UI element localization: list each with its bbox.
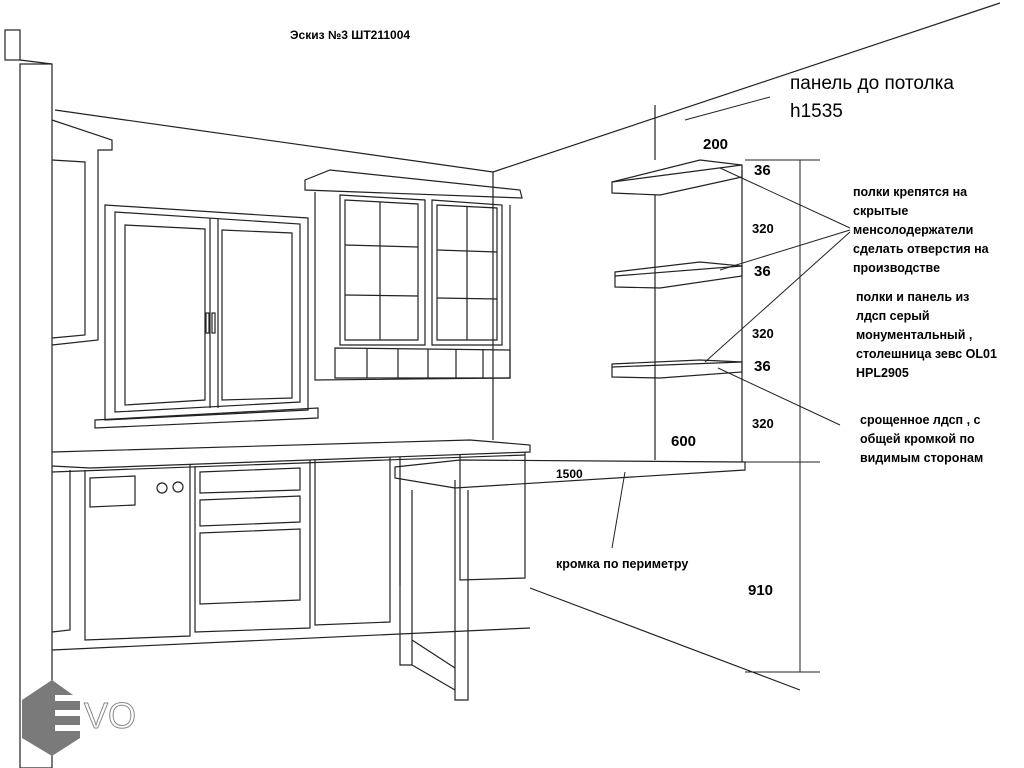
panel-note-line2: h1535 (790, 101, 843, 122)
dim-shelf-gap-1: 320 (752, 221, 774, 236)
leader-lines (611, 96, 851, 549)
svg-text:VO: VO (84, 695, 136, 736)
evo-logo: VO (22, 680, 137, 756)
glass-wall-cabinet (304, 169, 523, 381)
note-shelf-mount: полки крепятся на скрытые менсолодержате… (853, 185, 989, 275)
note-edge-banding: кромка по периметру (556, 557, 689, 571)
dim-counter-length: 1500 (556, 467, 583, 481)
note-joined-board: срощенное лдсп , с общей кромкой по види… (860, 413, 984, 465)
sketch-title: Эскиз №3 ШТ211004 (290, 28, 411, 42)
panel-note-line1: панель до потолка (790, 73, 954, 94)
note-materials: полки и панель из лдсп серый монументаль… (856, 290, 997, 380)
dim-counter-depth: 600 (671, 433, 697, 450)
left-wall-cabinet (51, 119, 113, 346)
dim-counter-height: 910 (748, 582, 774, 599)
room-walls (4, 2, 1001, 768)
dim-shelf-thickness-3: 36 (754, 358, 771, 375)
dim-shelf-gap-2: 320 (752, 326, 774, 341)
shelf-unit (611, 105, 743, 462)
dim-panel-width: 200 (703, 136, 729, 153)
base-cabinets (51, 439, 531, 651)
dim-shelf-gap-3: 320 (752, 416, 774, 431)
dim-shelf-thickness-2: 36 (754, 263, 771, 280)
window (94, 204, 319, 429)
dim-shelf-thickness-1: 36 (754, 162, 771, 179)
bar-counter (394, 459, 746, 701)
